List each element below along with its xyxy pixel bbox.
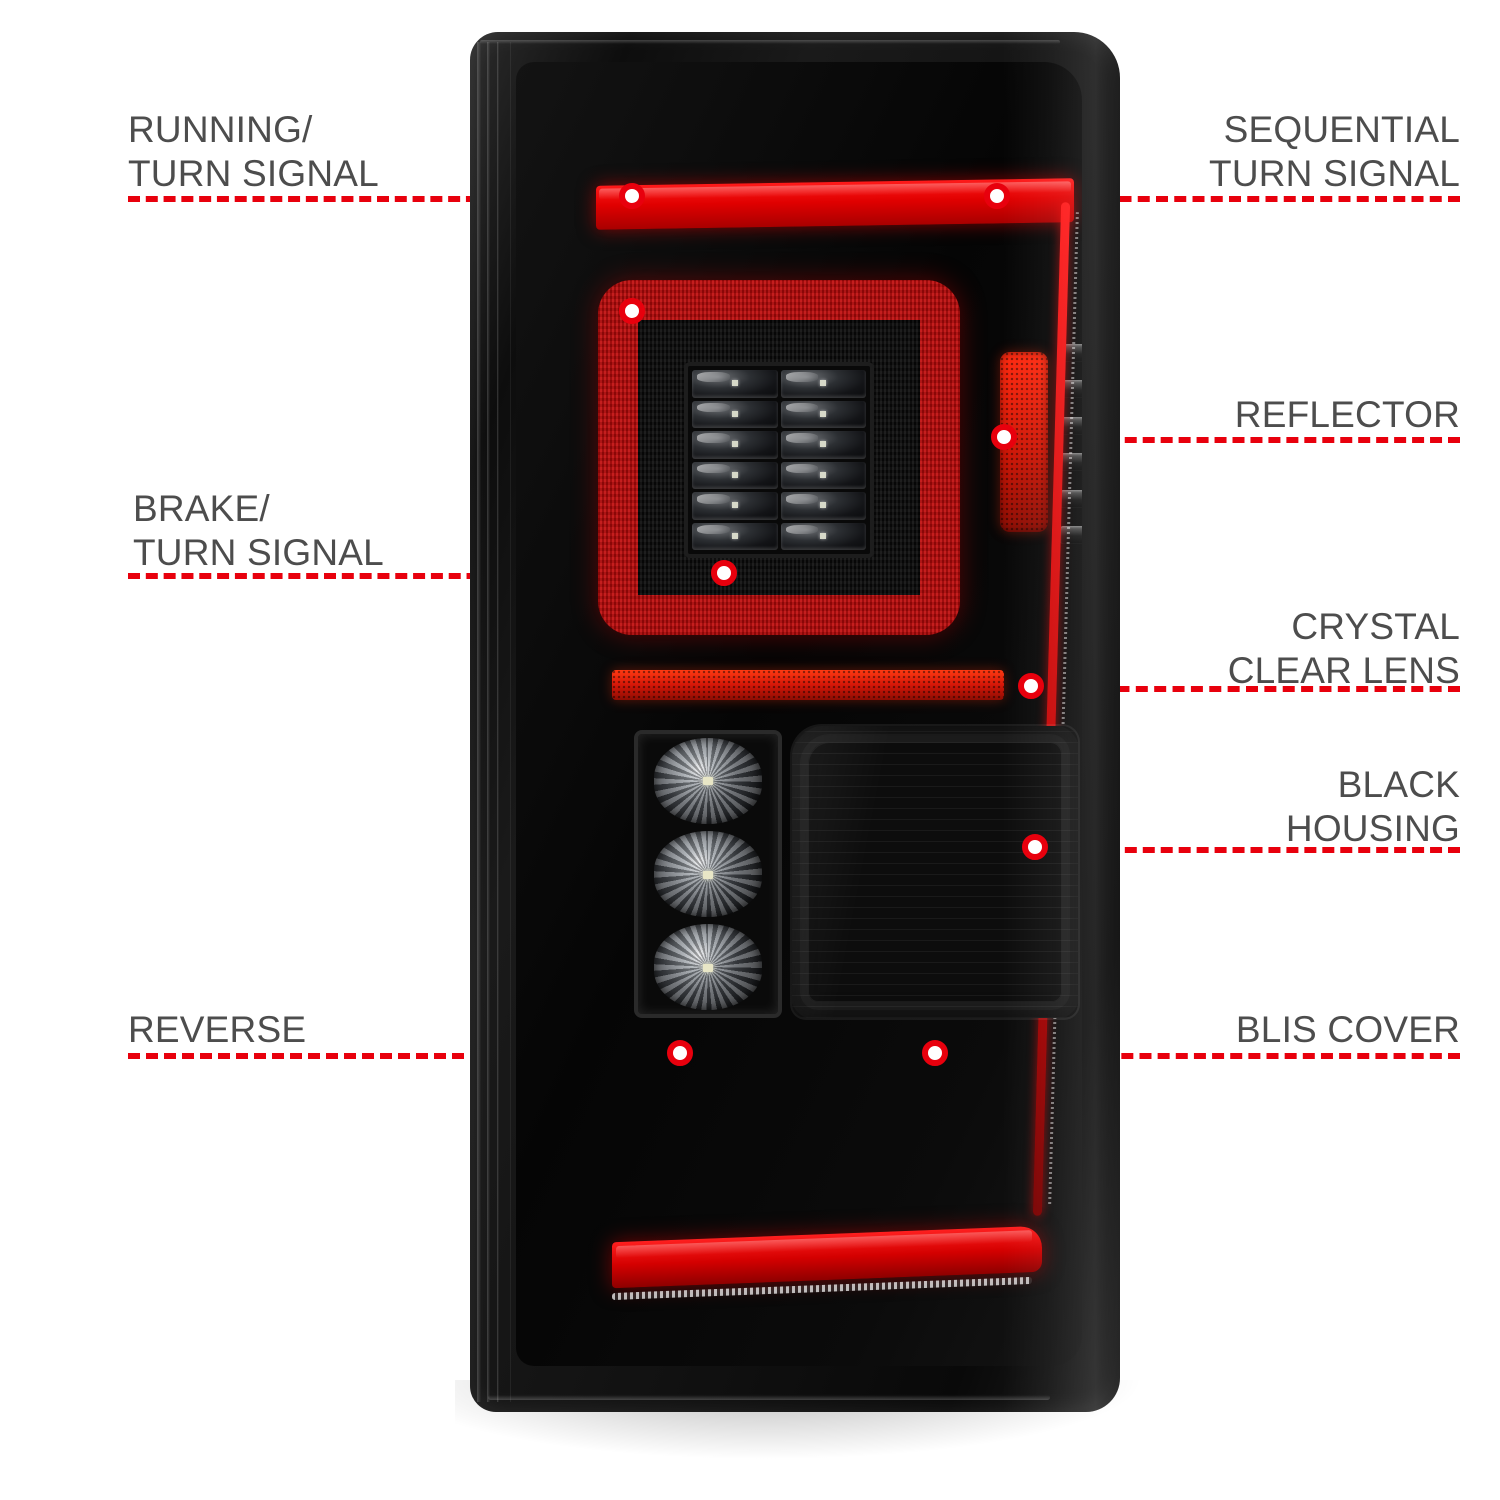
reverse-lens [654,924,762,1011]
lens-rib [1060,525,1082,544]
callout-dot-sequential-turn-signal[interactable] [984,183,1010,209]
callout-label-brake-turn-signal: BRAKE/ TURN SIGNAL [133,488,384,573]
led-cell [780,370,866,398]
lower-reflector-strip [612,670,1004,700]
callout-dot-crystal-clear-lens[interactable] [1018,673,1044,699]
leader-line-black-housing [1053,847,1460,853]
led-cell [780,492,866,520]
lens-bevel [510,42,511,1402]
lens-rib [1060,489,1082,508]
leader-line-reverse [128,1053,680,1059]
callout-label-sequential-turn-signal: SEQUENTIAL TURN SIGNAL [1209,109,1460,194]
lens-bevel [497,42,499,1402]
led-cell [692,522,778,550]
leader-line-running-turn-signal [128,196,638,202]
callout-dot-black-housing[interactable] [1022,834,1048,860]
led-cell [692,431,778,459]
led-cell [780,400,866,428]
reverse-lens [654,737,762,824]
black-housing [516,62,1082,1366]
callout-label-reverse: REVERSE [128,1009,307,1050]
callout-dot-reflector[interactable] [991,424,1017,450]
lens-bevel [487,42,490,1402]
callout-label-reflector: REFLECTOR [1234,394,1460,435]
led-cell [692,492,778,520]
callout-dot-running-turn-signal[interactable] [619,183,645,209]
blis-cover [792,726,1078,1018]
led-cell [692,370,778,398]
callout-label-black-housing: BLACK HOUSING [1285,764,1460,849]
leader-line-reflector [1017,437,1460,443]
lens-rib [1060,380,1082,399]
callout-label-running-turn-signal: RUNNING/ TURN SIGNAL [128,109,379,194]
callout-dot-blis-cover[interactable] [922,1040,948,1066]
led-array [684,362,874,558]
led-cell [780,522,866,550]
leader-line-crystal-clear-lens [1044,686,1460,692]
led-cell [692,461,778,489]
lens-rib [1060,416,1082,435]
leader-line-sequential-turn-signal [1010,196,1460,202]
reverse-lamp-cluster [634,730,782,1018]
lens-bevel-top [480,40,1060,44]
led-cell [780,431,866,459]
callout-label-blis-cover: BLIS COVER [1235,1009,1460,1050]
lens-bevel-bottom [488,1395,1050,1400]
led-cell [780,461,866,489]
highlight [616,1230,1032,1259]
crystal-clear-lens-shell [470,32,1120,1412]
reverse-lens [654,830,762,917]
lens-rib [1060,453,1082,472]
led-cell [692,400,778,428]
leader-line-brake-turn-signal [128,573,728,579]
callout-dot-running-turn-signal-ring[interactable] [619,298,645,324]
callout-dot-brake-turn-signal[interactable] [711,560,737,586]
leader-line-blis-cover [958,1053,1460,1059]
callout-label-crystal-clear-lens: CRYSTAL CLEAR LENS [1227,606,1460,691]
tail-light-assembly [470,32,1120,1412]
lens-bevel [477,42,481,1402]
callout-dot-reverse[interactable] [667,1040,693,1066]
